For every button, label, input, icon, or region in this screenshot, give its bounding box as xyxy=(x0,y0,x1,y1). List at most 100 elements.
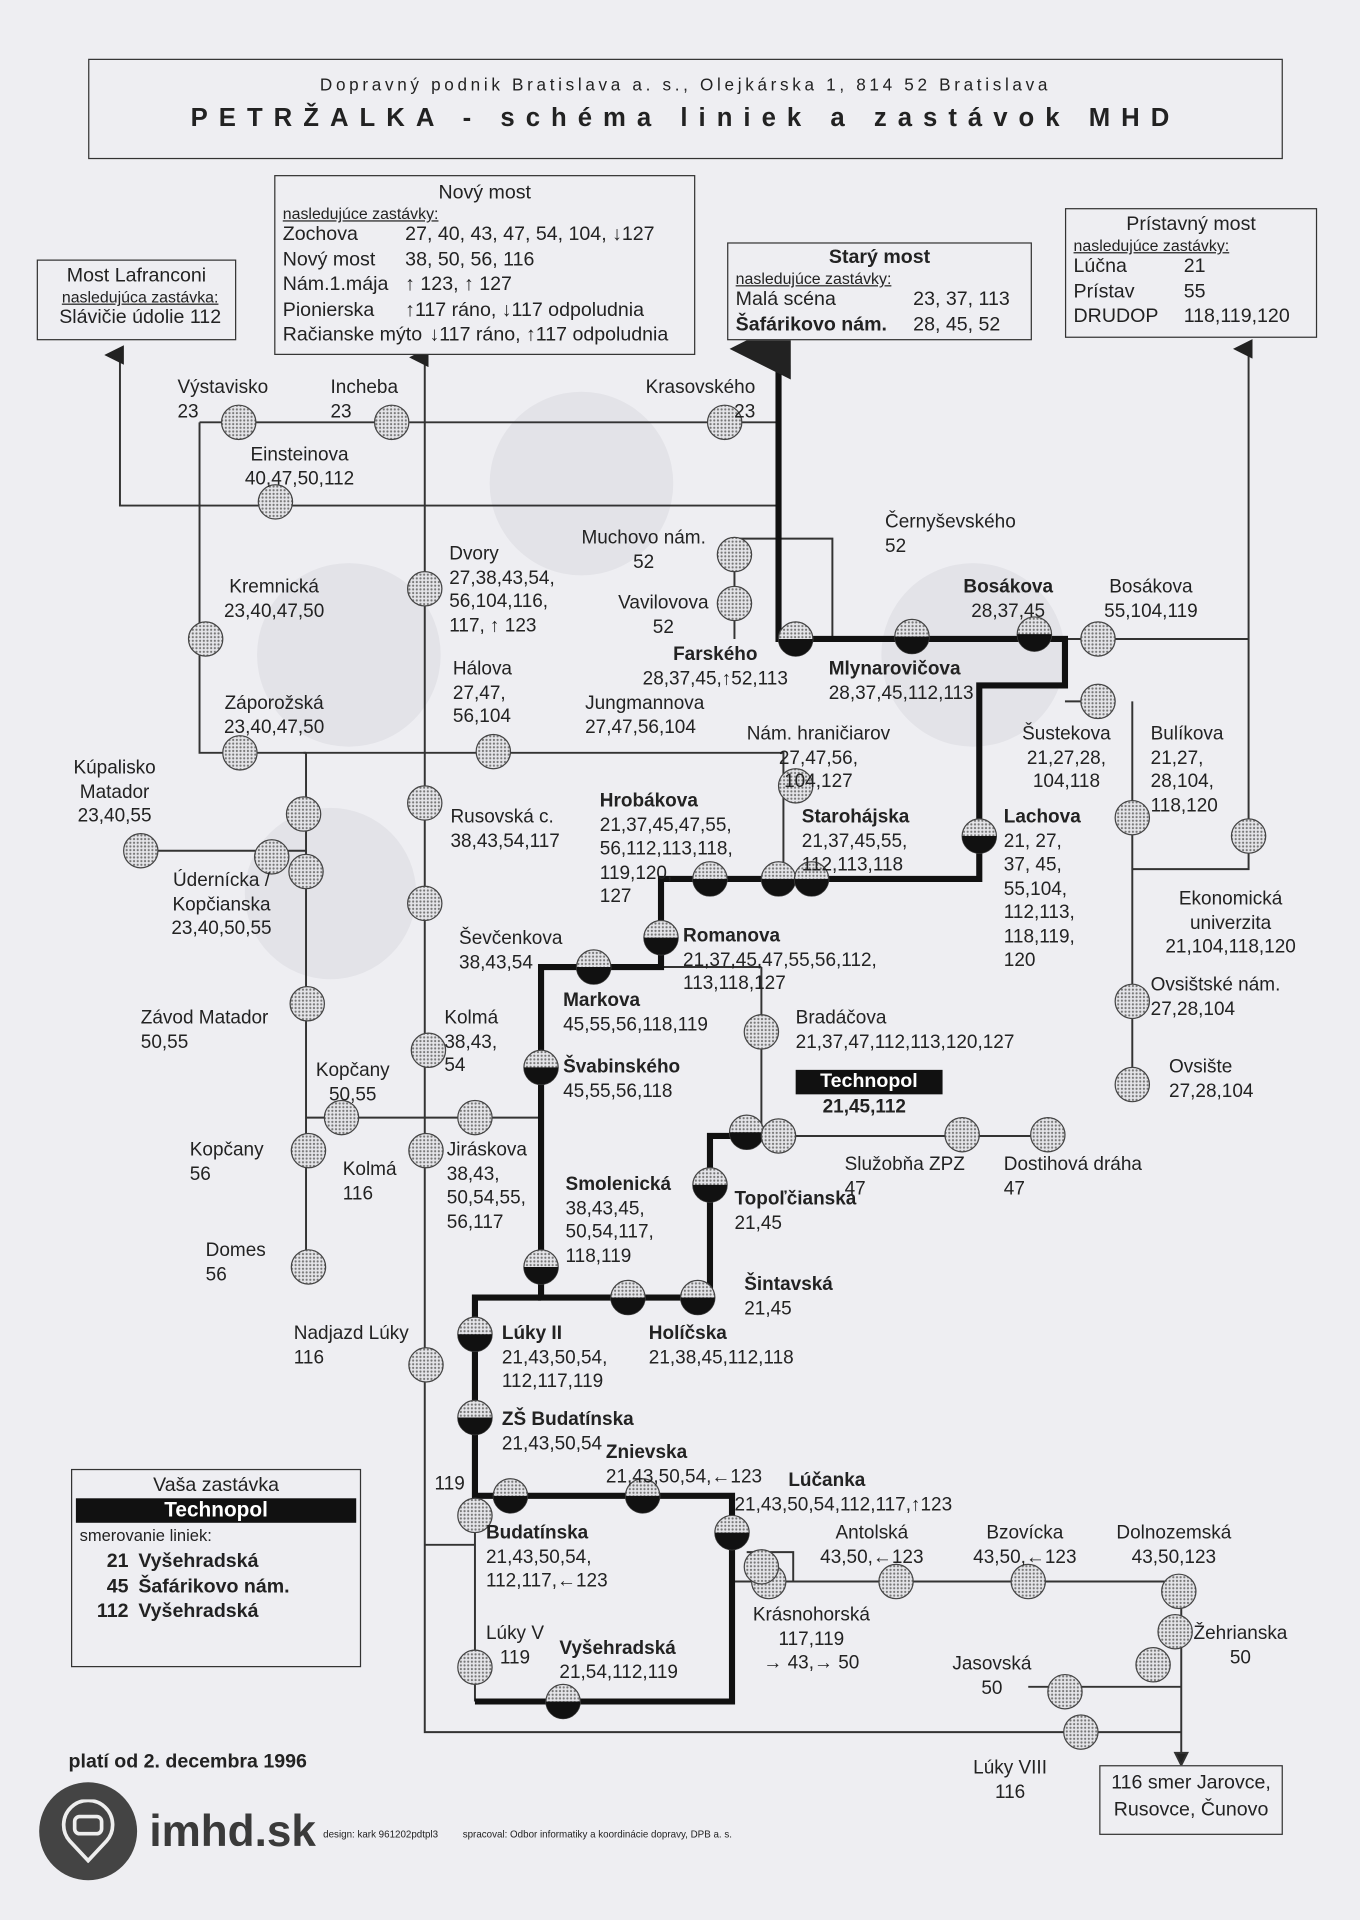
stop-marker[interactable] xyxy=(743,1549,780,1585)
stop-marker[interactable] xyxy=(408,1347,444,1383)
stop-marker[interactable] xyxy=(692,861,728,897)
stop-marker[interactable] xyxy=(760,861,797,897)
stop-marker[interactable] xyxy=(475,733,512,770)
stop-marker[interactable] xyxy=(187,621,224,657)
stop-marker[interactable] xyxy=(407,785,443,821)
stop-marker[interactable] xyxy=(457,1649,493,1685)
stop-marker[interactable] xyxy=(793,861,830,897)
stop-marker[interactable] xyxy=(1114,1066,1151,1103)
stop-marker[interactable] xyxy=(1114,983,1151,1020)
stop-marker[interactable] xyxy=(714,1514,750,1551)
stop-marker[interactable] xyxy=(1063,1714,1099,1750)
stop-label[interactable]: 119 xyxy=(435,1473,465,1497)
stop-marker[interactable] xyxy=(643,919,679,956)
stop-marker[interactable] xyxy=(1135,1647,1171,1683)
stop-marker[interactable] xyxy=(457,1399,493,1436)
stop-marker[interactable] xyxy=(1016,616,1053,652)
stop-marker[interactable] xyxy=(961,818,998,854)
stop-marker[interactable] xyxy=(1161,1573,1197,1610)
stop-marker[interactable] xyxy=(492,1478,529,1514)
stop-label[interactable]: Rusovská c.38,43,54,117 xyxy=(450,805,559,853)
stop-marker[interactable] xyxy=(254,839,290,875)
stop-marker[interactable] xyxy=(716,536,753,573)
stop-marker[interactable] xyxy=(323,1099,360,1136)
stop-marker[interactable] xyxy=(457,1099,493,1136)
stop-marker[interactable] xyxy=(944,1116,980,1153)
stop-marker[interactable] xyxy=(575,949,612,985)
stop-marker[interactable] xyxy=(123,833,159,869)
stop-marker[interactable] xyxy=(407,885,443,922)
stop-marker[interactable] xyxy=(1030,1116,1066,1153)
stop-marker[interactable] xyxy=(1230,818,1267,854)
stop-marker[interactable] xyxy=(545,1683,581,1720)
stop-marker[interactable] xyxy=(760,1118,797,1154)
stop-marker[interactable] xyxy=(457,1497,493,1534)
stop-marker[interactable] xyxy=(290,1132,327,1169)
stop-marker[interactable] xyxy=(289,986,325,1022)
stop-marker[interactable] xyxy=(1114,799,1151,836)
stop-marker[interactable] xyxy=(523,1049,559,1086)
stop-marker[interactable] xyxy=(288,853,324,890)
stop-marker[interactable] xyxy=(407,571,443,607)
stop-marker[interactable] xyxy=(1157,1613,1193,1650)
stop-marker[interactable] xyxy=(1010,1563,1046,1600)
stop-marker[interactable] xyxy=(706,404,743,441)
stop-marker[interactable] xyxy=(523,1249,559,1285)
stop-marker[interactable] xyxy=(679,1279,716,1316)
stop-marker[interactable] xyxy=(610,1279,646,1316)
stop-marker[interactable] xyxy=(457,1316,493,1353)
stop-label[interactable]: Ovsištské nám.27,28,104 xyxy=(1151,973,1281,1021)
stop-label[interactable]: Muchovo nám.52 xyxy=(581,526,705,574)
stop-marker[interactable] xyxy=(1080,683,1116,720)
stop-marker[interactable] xyxy=(692,1167,728,1203)
stop-marker[interactable] xyxy=(624,1478,661,1514)
stop-marker[interactable] xyxy=(878,1563,914,1600)
stop-marker[interactable] xyxy=(257,484,294,520)
stop-marker[interactable] xyxy=(410,1032,447,1069)
stop-marker[interactable] xyxy=(1080,621,1116,657)
